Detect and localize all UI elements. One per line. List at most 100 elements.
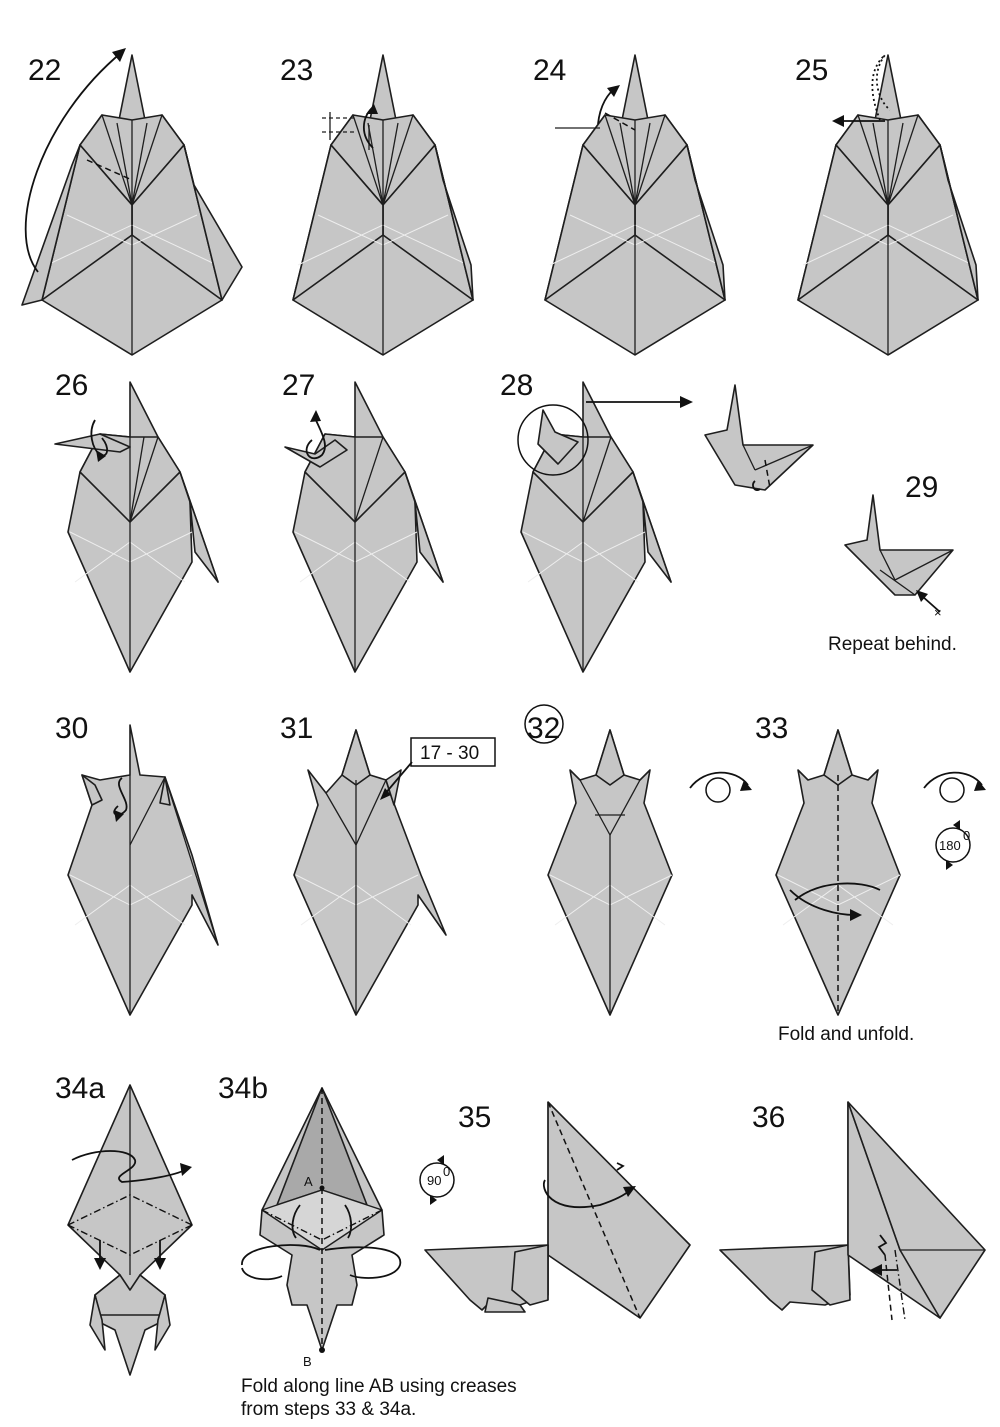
step-34a: 34a xyxy=(55,1072,193,1376)
arrow-head xyxy=(112,48,126,62)
step-number: 28 xyxy=(500,369,533,402)
step-number: 32 xyxy=(527,712,560,745)
arrow-head xyxy=(96,450,106,462)
step-number: 24 xyxy=(533,54,566,87)
arrow-head xyxy=(832,115,844,127)
model-shape xyxy=(259,1087,385,1351)
arrow-head xyxy=(180,1163,192,1176)
rotate-label: 90 xyxy=(427,1173,441,1188)
point-a-label: A xyxy=(304,1174,313,1189)
step-34b: 34b A B Fold along line AB using creases… xyxy=(218,1072,517,1420)
model-shape xyxy=(775,729,901,1016)
inner-arrow-right xyxy=(344,1204,352,1239)
rotate-180-icon: 180 0 xyxy=(935,820,971,870)
inner-arrow-left xyxy=(291,1204,301,1239)
arrow-head xyxy=(94,1258,106,1270)
checkpoint-circle xyxy=(524,704,564,744)
guide-marks xyxy=(322,112,355,140)
model-shape xyxy=(424,1101,691,1319)
step-22: 22 xyxy=(21,48,243,356)
arrow-head xyxy=(154,1258,166,1270)
fold-unfold-note: Fold and unfold. xyxy=(778,1024,914,1045)
step-number: 23 xyxy=(280,54,313,87)
degree-symbol: 0 xyxy=(963,828,970,843)
step-25: 25 xyxy=(795,54,979,356)
step-number: 31 xyxy=(280,712,313,745)
zoom-circle xyxy=(517,404,589,476)
step-number: 34a xyxy=(55,1072,105,1105)
step-number: 25 xyxy=(795,54,828,87)
step-27: 27 xyxy=(282,369,444,673)
zoom-detail xyxy=(704,384,814,491)
model-shape xyxy=(292,54,474,356)
step-number: 30 xyxy=(55,712,88,745)
step-number: 29 xyxy=(905,471,938,504)
arrow-head xyxy=(680,396,693,408)
step-33: 33 180 0 Fold and unfold. xyxy=(755,712,986,1045)
model-shape xyxy=(284,381,444,673)
fold-arrow xyxy=(24,51,123,273)
repeat-behind-note: Repeat behind. xyxy=(828,634,957,655)
step-26: 26 xyxy=(54,369,219,673)
rotate-arrow-right xyxy=(324,1246,401,1279)
fold-ab-note-line2: from steps 33 & 34a. xyxy=(241,1399,416,1420)
pleat-arrow xyxy=(921,595,941,613)
model-shape xyxy=(719,1101,986,1321)
step-number: 22 xyxy=(28,54,61,87)
rotate-arrow-left xyxy=(241,1244,321,1266)
arrow-head xyxy=(114,810,124,822)
arrow-head xyxy=(870,1264,882,1276)
step-36: 36 xyxy=(719,1101,986,1321)
rotate-arrow-tail xyxy=(241,1267,283,1281)
step-29: 29 × Repeat behind. xyxy=(828,471,957,655)
point-b-label: B xyxy=(303,1354,312,1369)
arrow-head xyxy=(916,590,928,602)
model-shape xyxy=(547,729,673,1016)
step-30: 30 xyxy=(55,712,219,1016)
arrow-head xyxy=(366,104,378,114)
model-shape xyxy=(797,54,979,356)
step-31: 31 17 - 30 xyxy=(280,712,496,1016)
step-23: 23 xyxy=(280,54,474,356)
repeat-mark: × xyxy=(934,605,942,620)
point-a xyxy=(319,1185,325,1191)
model-shape xyxy=(67,1084,193,1376)
arrow-head xyxy=(850,909,862,921)
step-number: 33 xyxy=(755,712,788,745)
rotate-label: 180 xyxy=(939,838,961,853)
step-number: 36 xyxy=(752,1101,785,1134)
behind-mark xyxy=(616,1162,625,1171)
model-shape xyxy=(544,54,726,356)
step-number: 26 xyxy=(55,369,88,402)
fold-ab-note-line1: Fold along line AB using creases xyxy=(241,1376,517,1397)
step-range-box xyxy=(410,737,496,767)
step-24: 24 xyxy=(533,54,726,356)
arrow-head xyxy=(380,788,391,800)
model-shape xyxy=(520,381,672,673)
zigzag-mark xyxy=(877,1234,888,1256)
point-b xyxy=(319,1347,325,1353)
step-range-label: 17 - 30 xyxy=(420,743,479,764)
fold-arrow xyxy=(305,417,326,460)
fold-arrow xyxy=(543,1179,631,1208)
fold-arrow xyxy=(113,777,128,816)
model-shape xyxy=(293,729,447,1016)
arrow-head xyxy=(623,1186,636,1197)
step-number: 34b xyxy=(218,1072,268,1105)
step-28: 28 xyxy=(500,369,814,673)
model-shape xyxy=(21,54,243,356)
model-shape xyxy=(844,494,954,596)
step-number: 35 xyxy=(458,1101,491,1134)
turn-over-icon xyxy=(689,771,752,803)
arrow-head xyxy=(607,85,620,97)
pointer-arrow xyxy=(383,761,413,796)
turn-over-icon xyxy=(923,771,986,803)
degree-symbol: 0 xyxy=(443,1164,450,1179)
fold-arrow xyxy=(71,1150,186,1183)
arrow-head xyxy=(310,410,321,422)
model-shape xyxy=(67,724,219,1016)
model-shape xyxy=(54,381,219,673)
fold-arrow xyxy=(794,882,881,901)
step-number: 27 xyxy=(282,369,315,402)
